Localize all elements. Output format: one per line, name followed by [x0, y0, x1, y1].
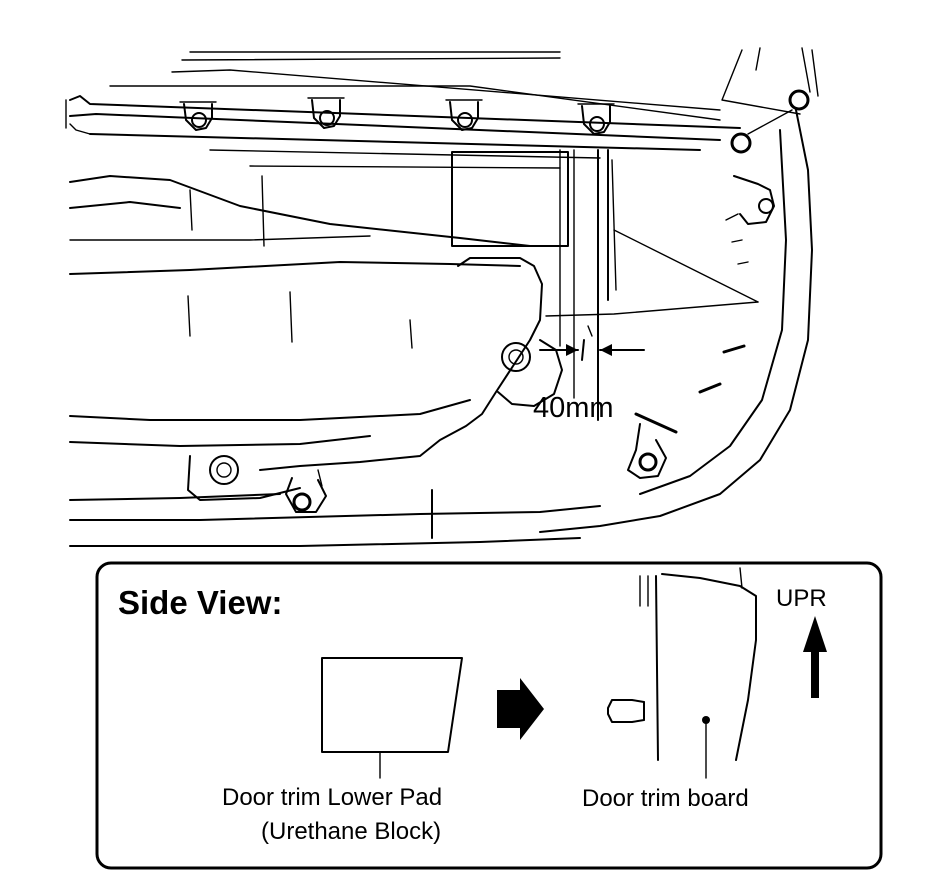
- lower-pad-shape: [321, 657, 463, 753]
- trim-board-shape: [607, 567, 757, 779]
- armrest-area: [259, 149, 759, 471]
- trim-board-label: Door trim board: [582, 785, 749, 812]
- lower-pad-label: Door trim Lower Pad: [222, 784, 442, 811]
- dimension-40mm: 40mm: [533, 339, 645, 424]
- lower-right-clip: [627, 412, 678, 479]
- transition-arrow-icon: [497, 678, 544, 740]
- door-interior-drawing: 40mm: [65, 47, 819, 547]
- side-view-frame: [95, 561, 883, 870]
- up-arrow-icon: [803, 616, 827, 698]
- upper-trim-rail: [65, 51, 741, 169]
- door-frame-right: [539, 47, 819, 533]
- lower-pad-sublabel: (Urethane Block): [261, 818, 441, 845]
- curve-tick-marks: [698, 239, 749, 394]
- upper-clip: [577, 103, 615, 135]
- trim-panel-outline: [69, 175, 531, 447]
- upper-clip: [307, 97, 345, 129]
- side-view-title: Side View:: [118, 584, 282, 621]
- upper-clip: [445, 99, 483, 131]
- dimension-label: 40mm: [533, 392, 614, 424]
- side-view-panel: Side View: Door trim Lower Pad (Urethane…: [95, 561, 883, 870]
- upper-clip: [179, 101, 217, 131]
- side-clip: [725, 175, 775, 225]
- lower-pad-block: [451, 151, 569, 247]
- lower-trim-rail: [69, 455, 601, 547]
- upper-direction-label: UPR: [776, 585, 827, 612]
